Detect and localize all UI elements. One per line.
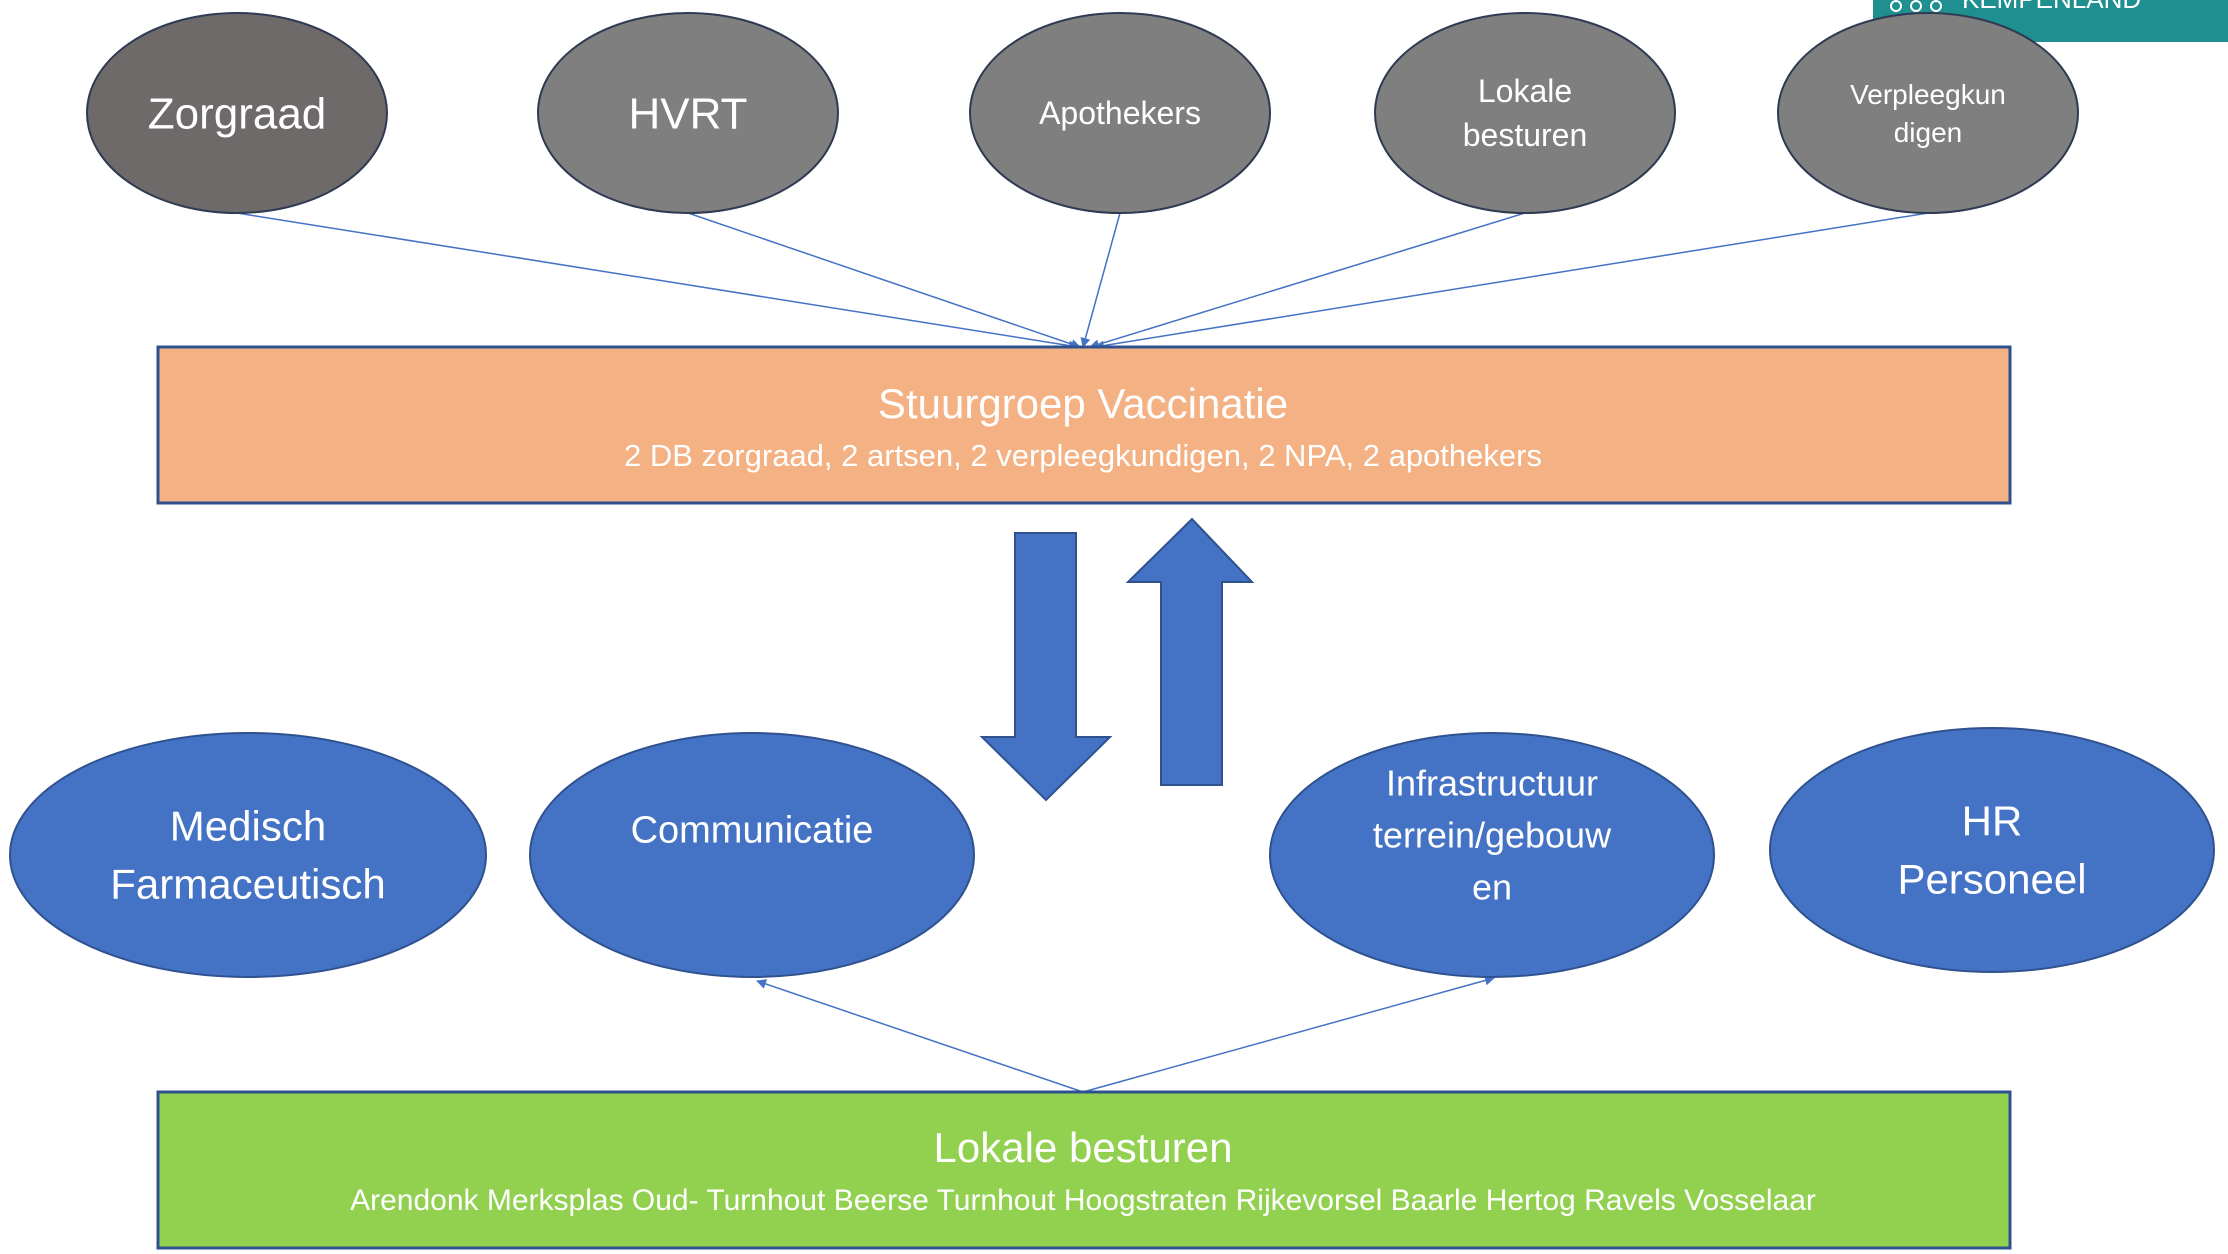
top-group-label: Zorgraad <box>148 89 327 138</box>
work-group-label: HR <box>1962 798 2023 845</box>
work-group-label: en <box>1472 867 1512 908</box>
top-group-label: Verpleegkun <box>1850 79 2006 110</box>
top-group-label: besturen <box>1463 117 1588 153</box>
steering-group-title: Stuurgroep Vaccinatie <box>878 380 1288 427</box>
work-group-node: Infrastructuur terrein/gebouw en <box>1269 732 1715 978</box>
bottom-connectors <box>756 975 1495 1093</box>
local-governments-box <box>156 1090 2012 1250</box>
work-group-label: Medisch <box>170 803 326 850</box>
local-governments-subtitle: Arendonk Merksplas Oud- Turnhout Beerse … <box>350 1184 1816 1217</box>
top-group-ellipse <box>537 12 839 214</box>
top-group-node: Lokale besturen <box>1374 12 1676 214</box>
work-group-label: Infrastructuur <box>1386 763 1598 804</box>
work-group-ellipse <box>529 732 975 978</box>
top-group-label: Apothekers <box>1039 95 1201 131</box>
top-group-ellipse <box>86 12 388 214</box>
steering-group-subtitle: 2 DB zorgraad, 2 artsen, 2 verpleegkundi… <box>624 438 1542 473</box>
connector-line <box>1080 212 1121 348</box>
top-group-ellipse <box>969 12 1271 214</box>
top-group-node: Apothekers <box>969 12 1271 214</box>
local-governments: Lokale besturen Arendonk Merksplas Oud- … <box>156 1090 2012 1250</box>
top-groups: Zorgraad HVRT Apothekers Lokale besturen Verp… <box>86 12 2079 214</box>
connector-to-communicatie <box>756 979 1084 1093</box>
top-group-node: HVRT <box>537 12 839 214</box>
top-group-label: HVRT <box>629 89 748 138</box>
block-arrows <box>979 517 1255 802</box>
work-group-label: Communicatie <box>631 809 874 851</box>
connector-line <box>1094 212 1929 351</box>
down-arrow <box>979 532 1113 802</box>
top-group-label: digen <box>1894 117 1963 148</box>
top-group-ellipse <box>1374 12 1676 214</box>
work-group-label: Personeel <box>1897 856 2086 903</box>
steering-group-box <box>156 345 2012 505</box>
connector-line <box>687 212 1081 349</box>
connector-to-infrastructuur <box>1082 975 1495 1093</box>
top-group-ellipse <box>1777 12 2079 214</box>
work-group-node: Communicatie <box>529 732 975 978</box>
work-group-label: terrein/gebouw <box>1373 815 1612 856</box>
work-group-node: HR Personeel <box>1769 727 2215 973</box>
work-group-ellipse <box>9 732 487 978</box>
top-group-node: Zorgraad <box>86 12 388 214</box>
top-group-label: Lokale <box>1478 73 1572 109</box>
connector-line <box>1089 212 1526 350</box>
up-arrow <box>1125 517 1255 786</box>
work-group-label: Farmaceutisch <box>110 861 385 908</box>
logo-text: KEMPENLAND <box>1962 0 2141 14</box>
top-connectors <box>236 212 1929 351</box>
work-group-ellipse <box>1769 727 2215 973</box>
local-governments-title: Lokale besturen <box>934 1124 1233 1171</box>
connector-line <box>236 212 1079 351</box>
logo-icon <box>1890 0 1942 12</box>
top-group-node: Verpleegkun digen <box>1777 12 2079 214</box>
steering-group: Stuurgroep Vaccinatie 2 DB zorgraad, 2 a… <box>156 345 2012 505</box>
work-group-ellipse <box>1269 732 1715 978</box>
